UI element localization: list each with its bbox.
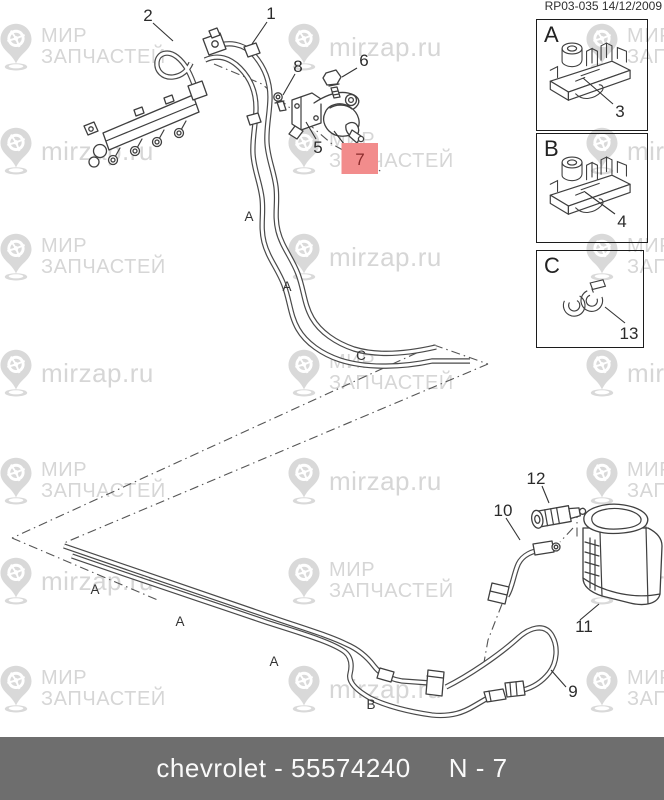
map-pin-gear-icon <box>0 23 32 71</box>
doc-code: RP03-035 14/12/2009 <box>545 0 663 13</box>
watermark-site: mirzap.ru <box>584 126 664 176</box>
detail-panel-a: A 3 <box>536 19 648 131</box>
map-pin-gear-icon <box>0 665 32 713</box>
charcoal-canister <box>582 503 663 606</box>
bolt-6 <box>322 69 342 99</box>
route-letter-c: C <box>356 348 366 363</box>
callout-numbers: 2 1 8 6 5 10 12 11 9 <box>143 4 593 701</box>
map-pin-gear-icon <box>0 557 32 605</box>
callout-10: 10 <box>494 501 513 520</box>
vent-valve-12 <box>531 505 587 529</box>
vapor-hose-connector <box>487 540 561 605</box>
map-pin-gear-icon <box>0 127 32 175</box>
route-letter-a: A <box>282 279 291 294</box>
callout-2: 2 <box>143 6 152 25</box>
map-pin-gear-icon <box>288 23 320 71</box>
panel-letter-b: B <box>544 136 559 161</box>
injector <box>129 138 143 157</box>
map-pin-gear-icon <box>586 665 618 713</box>
fuel-line-diagram: 2 1 8 6 5 10 12 11 9 A A C A A A B 7 RP0… <box>11 0 663 719</box>
purge-valve-7 <box>322 103 365 144</box>
route-letter-a: A <box>269 654 278 669</box>
callout-4: 4 <box>617 212 626 231</box>
brand-and-part-number: chevrolet - 55574240 <box>156 753 411 783</box>
map-pin-gear-icon <box>0 349 32 397</box>
map-pin-gear-icon <box>288 665 320 713</box>
highlight-box <box>341 143 378 174</box>
watermark-site: mirzap.ru <box>286 22 442 72</box>
route-letters: A A C A A A B <box>90 209 375 712</box>
callout-6: 6 <box>359 51 368 70</box>
highlighted-callout-7[interactable]: 7 <box>341 143 379 174</box>
page-ref: N - 7 <box>448 753 508 783</box>
watermark-site: mirzap.ru <box>584 348 664 398</box>
detail-panel-c: C 13 <box>536 250 644 348</box>
bracket-3-drawing: 3 <box>549 42 631 121</box>
route-letter-a: A <box>175 614 184 629</box>
callout-13: 13 <box>620 324 639 343</box>
callout-5: 5 <box>313 138 322 157</box>
map-pin-gear-icon <box>0 457 32 505</box>
map-pin-gear-icon <box>586 349 618 397</box>
map-pin-gear-icon <box>586 127 618 175</box>
route-letter-a: A <box>244 209 253 224</box>
watermark-site: mirzap.ru <box>0 348 154 398</box>
injector <box>107 147 121 166</box>
fuel-rail <box>83 94 200 168</box>
callout-1: 1 <box>266 4 275 23</box>
map-pin-gear-icon <box>288 557 320 605</box>
injector <box>151 129 165 148</box>
underbody-outline <box>11 344 489 602</box>
panel-letter-a: A <box>544 22 559 47</box>
highlight-number: 7 <box>355 150 364 169</box>
map-pin-gear-icon <box>288 457 320 505</box>
watermark-site: mirzap.ru <box>0 556 154 606</box>
callout-9: 9 <box>568 682 577 701</box>
map-pin-gear-icon <box>288 349 320 397</box>
watermark-site: mirzap.ru <box>286 456 442 506</box>
fuel-pipes <box>63 41 559 719</box>
watermark-site: mirzap.ru <box>286 232 442 282</box>
bolt-8 <box>273 92 287 112</box>
part-info-bar: chevrolet - 55574240 N - 7 <box>0 737 664 800</box>
callout-11: 11 <box>575 617 593 636</box>
route-letter-a: A <box>90 582 99 597</box>
pipe-fittings <box>187 27 526 703</box>
callout-3: 3 <box>615 102 624 121</box>
route-letter-b: B <box>366 697 375 712</box>
map-pin-gear-icon <box>0 233 32 281</box>
injector <box>173 120 187 139</box>
callout-12: 12 <box>527 469 546 488</box>
panel-letter-c: C <box>544 253 560 278</box>
detail-panel-b: B 4 <box>536 133 648 243</box>
map-pin-gear-icon <box>586 457 618 505</box>
map-pin-gear-icon <box>586 233 618 281</box>
clip-13-drawing: 13 <box>558 279 639 343</box>
leader-lines <box>152 21 600 688</box>
callout-8: 8 <box>293 57 302 76</box>
pipe-bracket-assembly <box>288 91 360 140</box>
bracket-4-drawing: 4 <box>549 156 631 231</box>
